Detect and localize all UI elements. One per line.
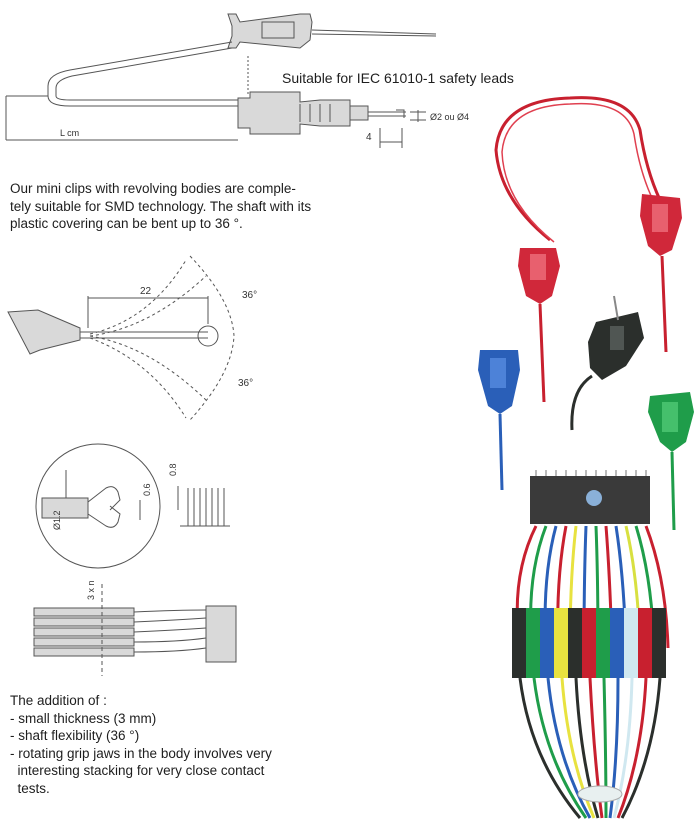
length-label: L cm (60, 128, 79, 138)
red-clip-icon (518, 248, 560, 403)
feature-item: - shaft flexibility (36 °) (10, 728, 140, 744)
feature-item: tests. (10, 780, 50, 796)
pitch-label: 3 x n (86, 580, 96, 600)
jaw-detail-drawing: Ø1.2 0.6 0.8 (35, 443, 230, 569)
feature-item: - small thickness (3 mm) (10, 710, 157, 726)
description-line: Our mini clips with revolving bodies are… (10, 181, 296, 196)
features: The addition of : - small thickness (3 m… (10, 692, 272, 798)
feature-item: interesting stacking for very close cont… (10, 763, 265, 779)
bend-angle-drawing: 22 36° 36° (7, 255, 257, 421)
black-clip-icon (570, 295, 644, 431)
stacking-drawing: 3 x n (33, 580, 237, 676)
blue-clip-icon (478, 350, 520, 491)
green-clip-icon (648, 392, 694, 530)
diameter-12-label: Ø1.2 (52, 510, 62, 530)
dim-4-label: 4 (366, 132, 372, 143)
angle-top-label: 36° (242, 290, 257, 301)
diameter-label: Ø2 ou Ø4 (430, 112, 469, 122)
description-line: tely suitable for SMD technology. The sh… (10, 198, 312, 214)
features-heading: The addition of : (10, 693, 107, 708)
mini-clips-photo (478, 96, 694, 530)
ic-stacking-photo (512, 470, 670, 819)
angle-bottom-label: 36° (238, 378, 253, 389)
length-22-label: 22 (140, 286, 152, 297)
dim-06-label: 0.6 (142, 483, 152, 496)
red-clip-icon (640, 194, 682, 353)
description-line: plastic covering can be bent up to 36 °. (10, 216, 243, 232)
header-note: Suitable for IEC 61010-1 safety leads (282, 70, 514, 86)
dim-08-label: 0.8 (168, 463, 178, 476)
clip-dimension-drawing: L cm 4 Ø2 ou Ø4 (5, 13, 469, 148)
feature-item: - rotating grip jaws in the body involve… (10, 745, 272, 761)
description: Our mini clips with revolving bodies are… (10, 180, 311, 233)
